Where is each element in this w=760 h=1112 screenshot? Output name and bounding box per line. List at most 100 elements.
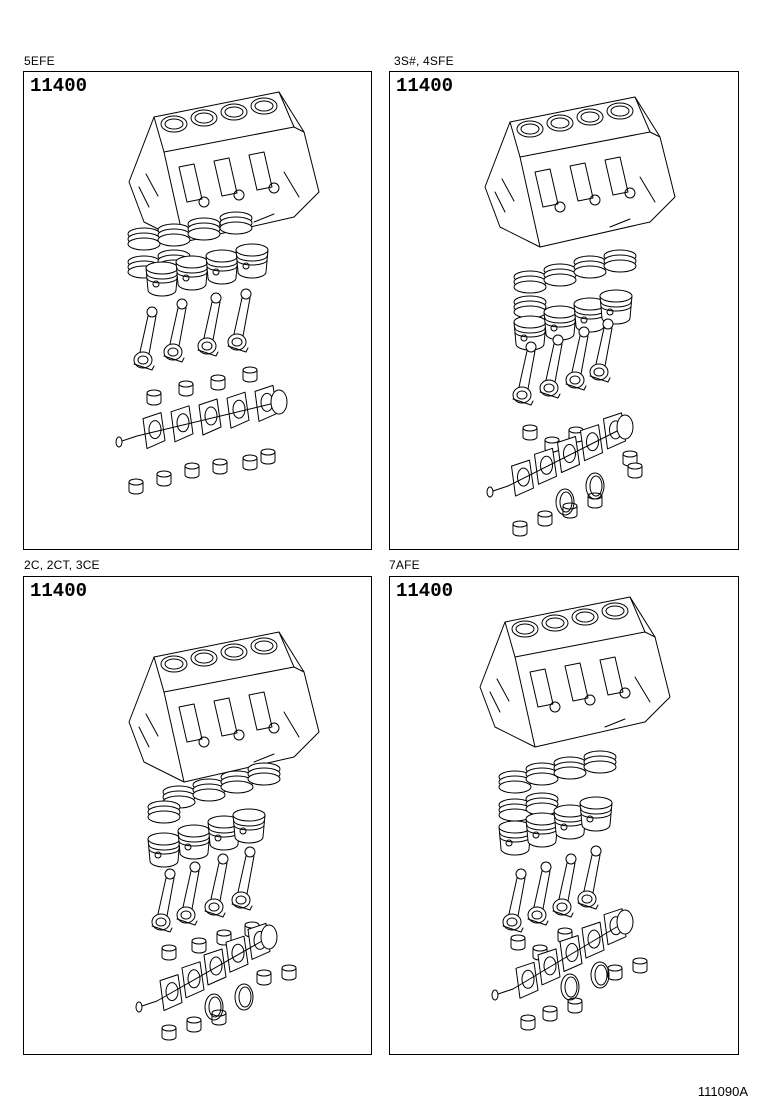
bearing-icon <box>544 436 560 453</box>
crankshaft-icon <box>115 384 288 450</box>
thrust-washer-icon <box>555 488 575 516</box>
bearing-icon <box>184 462 200 479</box>
bearing-icon <box>191 937 207 954</box>
bearing-icon <box>522 424 538 441</box>
bearing-icon <box>128 478 144 495</box>
piston-ring-icon <box>603 249 637 273</box>
connecting-rod-icon <box>577 845 602 910</box>
connecting-rod-icon <box>204 853 229 918</box>
parts-panel-3s-4sfe: 11400 <box>389 71 739 550</box>
piston-ring-icon <box>187 217 221 241</box>
piston-ring-icon <box>513 295 547 319</box>
piston-ring-icon <box>157 223 191 247</box>
connecting-rod-icon <box>163 298 188 363</box>
piston-icon <box>147 832 181 868</box>
panel-caption-7afe: 7AFE <box>389 558 420 572</box>
piston-ring-icon <box>192 778 226 802</box>
bearing-icon <box>537 510 553 527</box>
bearing-icon <box>520 1014 536 1031</box>
connecting-rod-icon <box>231 846 256 911</box>
bearing-icon <box>242 454 258 471</box>
thrust-washer-icon <box>204 993 224 1021</box>
piston-icon <box>175 255 209 291</box>
thrust-washer-icon <box>590 961 610 989</box>
engine-exploded-view <box>479 596 671 1031</box>
bearing-icon <box>161 944 177 961</box>
bearing-icon <box>281 964 297 981</box>
piston-ring-icon <box>553 756 587 780</box>
parts-panel-2c-2ct-3ce: 11400 <box>23 576 372 1055</box>
parts-panel-7afe: 11400 <box>389 576 739 1055</box>
cylinder-block-icon <box>479 596 671 748</box>
connecting-rod-icon <box>527 861 552 926</box>
part-code[interactable]: 11400 <box>30 75 88 97</box>
bearing-icon <box>186 1016 202 1033</box>
piston-ring-icon <box>498 798 532 822</box>
piston-ring-icon <box>147 800 181 824</box>
figure-code: 111090A <box>697 1084 748 1099</box>
parts-panel-5efe: 11400 <box>23 71 372 550</box>
connecting-rod-icon <box>176 861 201 926</box>
bearing-icon <box>510 934 526 951</box>
bearing-icon <box>260 448 276 465</box>
bearing-icon <box>627 462 643 479</box>
cylinder-block-icon <box>128 631 320 783</box>
bearing-icon <box>256 969 272 986</box>
bearing-icon <box>587 492 603 509</box>
connecting-rod-icon <box>552 853 577 918</box>
connecting-rod-icon <box>227 288 252 353</box>
piston-ring-icon <box>219 211 253 235</box>
crankshaft-icon <box>486 412 634 498</box>
part-code[interactable]: 11400 <box>396 75 454 97</box>
thrust-washer-icon <box>560 973 580 1001</box>
part-code[interactable]: 11400 <box>30 580 88 602</box>
thrust-washer-icon <box>585 472 605 500</box>
crankshaft-icon <box>135 922 278 1013</box>
bearing-icon <box>542 1005 558 1022</box>
bearing-icon <box>562 502 578 519</box>
panel-caption-2c-2ct-3ce: 2C, 2CT, 3CE <box>24 558 100 572</box>
piston-ring-icon <box>583 750 617 774</box>
piston-ring-icon <box>513 270 547 294</box>
piston-ring-icon <box>525 762 559 786</box>
bearing-icon <box>146 389 162 406</box>
connecting-rod-icon <box>133 306 158 371</box>
bearing-icon <box>242 366 258 383</box>
piston-ring-icon <box>498 770 532 794</box>
piston-ring-icon <box>247 762 281 786</box>
bearing-icon <box>178 380 194 397</box>
bearing-icon <box>156 470 172 487</box>
connecting-rod-icon <box>589 318 614 383</box>
connecting-rod-icon <box>151 868 176 933</box>
panel-caption-3s-4sfe: 3S#, 4SFE <box>394 54 454 68</box>
thrust-washer-icon <box>234 983 254 1011</box>
piston-icon <box>235 243 269 279</box>
connecting-rod-icon <box>502 868 527 933</box>
piston-ring-icon <box>127 227 161 251</box>
bearing-icon <box>161 1024 177 1041</box>
connecting-rod-icon <box>197 292 222 357</box>
piston-icon <box>177 824 211 860</box>
bearing-icon <box>632 957 648 974</box>
piston-icon <box>232 808 266 844</box>
engine-exploded-view <box>128 631 320 1041</box>
piston-ring-icon <box>573 255 607 279</box>
part-code[interactable]: 11400 <box>396 580 454 602</box>
connecting-rod-icon <box>539 334 564 399</box>
engine-exploded-view <box>115 91 320 495</box>
bearing-icon <box>607 964 623 981</box>
piston-icon <box>513 315 547 351</box>
piston-ring-icon <box>525 792 559 816</box>
piston-ring-icon <box>220 770 254 794</box>
cylinder-block-icon <box>128 91 320 243</box>
connecting-rod-icon <box>565 326 590 391</box>
piston-icon <box>205 249 239 285</box>
bearing-icon <box>212 458 228 475</box>
engine-exploded-view <box>484 96 676 537</box>
bearing-icon <box>512 520 528 537</box>
piston-icon <box>145 261 179 297</box>
panel-caption-5efe: 5EFE <box>24 54 55 68</box>
piston-icon <box>525 812 559 848</box>
piston-icon <box>579 796 613 832</box>
piston-ring-icon <box>543 263 577 287</box>
